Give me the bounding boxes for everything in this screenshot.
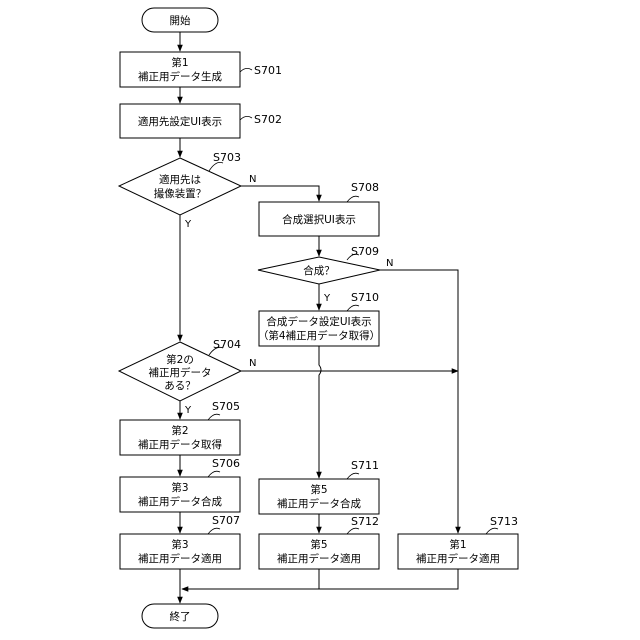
decision-s703-line1: 適用先は: [159, 173, 201, 186]
process-s707: 第3 補正用データ適用: [120, 534, 240, 569]
step-label-s702: S702: [254, 113, 282, 126]
process-s712: 第5 補正用データ適用: [259, 534, 379, 569]
process-s711-line1: 第5: [310, 483, 327, 496]
branch-label-s709-no: N: [386, 258, 393, 269]
process-s705-line2: 補正用データ取得: [138, 438, 222, 451]
leader-s705: [208, 414, 220, 420]
leader-s711: [347, 473, 359, 479]
process-s702-text: 適用先設定UI表示: [138, 115, 222, 128]
leader-s712: [347, 528, 359, 534]
process-s710-line1: 合成データ設定UI表示: [266, 315, 371, 328]
process-s711-line2: 補正用データ合成: [277, 497, 361, 510]
process-s706-line1: 第3: [171, 481, 188, 494]
branch-label-s704-no: N: [249, 358, 256, 369]
leader-s701: [240, 68, 252, 72]
leader-s713: [486, 528, 498, 534]
process-s701: 第1 補正用データ生成: [120, 52, 240, 87]
process-s713: 第1 補正用データ適用: [398, 534, 518, 569]
process-s711: 第5 補正用データ合成: [259, 479, 379, 514]
process-s705: 第2 補正用データ取得: [120, 420, 240, 455]
terminal-start: 開始: [142, 8, 218, 32]
step-label-s708: S708: [351, 181, 379, 194]
edge-s713-merge: [182, 569, 458, 589]
branch-label-s704-yes: Y: [184, 405, 192, 416]
branch-label-s703-yes: Y: [184, 219, 192, 230]
step-label-s711: S711: [351, 459, 379, 472]
step-label-s710: S710: [351, 291, 379, 304]
decision-s703: 適用先は 撮像装置？: [119, 158, 241, 215]
process-s712-line2: 補正用データ適用: [277, 552, 361, 565]
step-label-s701: S701: [254, 64, 282, 77]
leader-s706: [208, 471, 220, 477]
process-s701-line1: 第1: [171, 56, 188, 69]
process-s705-line1: 第2: [171, 424, 188, 437]
process-s702: 適用先設定UI表示: [120, 104, 240, 138]
decision-s709-text: 合成？: [303, 264, 335, 277]
step-label-s713: S713: [490, 515, 518, 528]
leader-s710: [347, 305, 359, 311]
process-s712-line1: 第5: [310, 538, 327, 551]
process-s701-line2: 補正用データ生成: [138, 70, 222, 83]
decision-s703-line2: 撮像装置？: [154, 187, 207, 200]
step-label-s707: S707: [212, 514, 240, 527]
edge-s709-no-s713: [380, 270, 458, 533]
process-s710: 合成データ設定UI表示 （第4補正用データ取得）: [258, 311, 380, 346]
process-s706: 第3 補正用データ合成: [120, 477, 240, 512]
leader-s702: [240, 116, 252, 120]
step-label-s705: S705: [212, 400, 240, 413]
step-label-s712: S712: [351, 515, 379, 528]
terminal-start-text: 開始: [170, 14, 191, 27]
step-label-s706: S706: [212, 457, 240, 470]
edge-s703-no-s708: [241, 186, 319, 201]
terminal-end-text: 終了: [170, 610, 191, 623]
process-s713-line1: 第1: [449, 538, 466, 551]
process-s708-text: 合成選択UI表示: [282, 213, 356, 226]
process-s707-line1: 第3: [171, 538, 188, 551]
leader-s708: [347, 196, 359, 202]
branch-label-s703-no: N: [249, 174, 256, 185]
step-label-s704: S704: [213, 338, 241, 351]
terminal-end: 終了: [142, 604, 218, 628]
process-s713-line2: 補正用データ適用: [416, 552, 500, 565]
step-label-s703: S703: [213, 151, 241, 164]
process-s708: 合成選択UI表示: [259, 202, 379, 236]
decision-s709: 合成？: [258, 257, 380, 284]
branch-label-s709-yes: Y: [323, 293, 331, 304]
step-labels: S701 S702 S703 S704 S705 S706 S707 S708 …: [208, 64, 518, 534]
decision-s704-line3: ある？: [164, 380, 196, 392]
process-s710-line2: （第4補正用データ取得）: [258, 329, 380, 342]
decision-s704-line1: 第2の: [166, 353, 194, 366]
process-s707-line2: 補正用データ適用: [138, 552, 222, 565]
edge-s710-s711: [319, 346, 321, 478]
leader-s707: [208, 528, 220, 534]
decision-s704-line2: 補正用データ: [149, 366, 212, 379]
process-s706-line2: 補正用データ合成: [138, 495, 222, 508]
step-label-s709: S709: [351, 245, 379, 258]
